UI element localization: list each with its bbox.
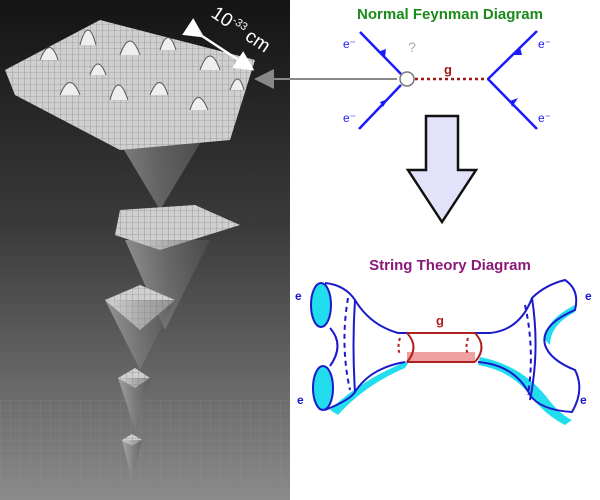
electron-label: e⁻ xyxy=(538,37,551,51)
gluon-tube-fill xyxy=(407,352,475,362)
electron-label: e xyxy=(585,289,592,303)
electron-label: e xyxy=(295,289,302,303)
vertex-circle xyxy=(399,71,415,87)
electron-label: e⁻ xyxy=(538,111,551,125)
scale-arrow xyxy=(182,18,255,71)
spacetime-foam-image: 10-33cm xyxy=(0,0,290,500)
string-title: String Theory Diagram xyxy=(369,257,531,274)
transform-arrow-icon xyxy=(405,114,479,225)
feynman-diagram: Normal Feynman Diagram g ? e⁻ e⁻ e⁻ e⁻ xyxy=(343,6,551,130)
electron-label: e⁻ xyxy=(343,111,356,125)
feynman-title: Normal Feynman Diagram xyxy=(357,6,543,23)
gluon-tube xyxy=(397,332,483,363)
electron-label: e xyxy=(297,393,304,407)
gluon-label: g xyxy=(444,62,452,77)
question-mark: ? xyxy=(408,39,416,55)
gluon-label: g xyxy=(436,313,444,328)
electron-label: e xyxy=(580,393,587,407)
electron-label: e⁻ xyxy=(343,37,356,51)
string-diagram: String Theory Diagram xyxy=(295,257,592,425)
plane-2 xyxy=(115,205,240,250)
